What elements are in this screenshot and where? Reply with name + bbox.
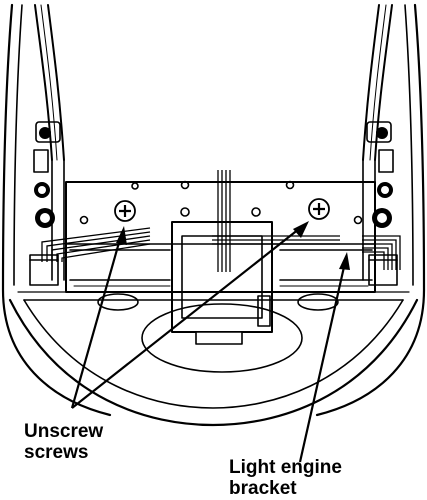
light-engine-plate [65, 181, 376, 293]
lens-inner-arc [23, 299, 404, 409]
screw-left [114, 200, 136, 222]
leader-to-left-screw [70, 231, 124, 409]
leader-to-right-screw [71, 224, 305, 409]
housing-left-wall [1, 3, 112, 417]
lens-outer-arc [8, 298, 419, 427]
unscrew-label-line2: screws [24, 442, 89, 463]
unscrew-label-line1: Unscrew [24, 421, 104, 442]
bottom-oval [141, 303, 303, 373]
housing-left-inner [13, 4, 23, 286]
left-arm-inner [47, 4, 65, 161]
right-arm-inner [362, 4, 380, 161]
arrowheads [116, 221, 350, 270]
unscrew-screws-label: Unscrew screws [24, 421, 103, 463]
light-engine-bracket-label: Light engine bracket [229, 457, 342, 499]
screw-right [308, 198, 330, 220]
bracket-label-line1: Light engine [229, 457, 342, 478]
right-arm-outer [374, 4, 393, 161]
bracket-label-line2: bracket [229, 478, 297, 499]
leader-to-bracket [298, 257, 348, 463]
callout-leaders [70, 224, 348, 463]
housing-right-wall [315, 3, 426, 417]
housing-right-inner [404, 4, 414, 286]
left-arm-outer [34, 4, 53, 161]
